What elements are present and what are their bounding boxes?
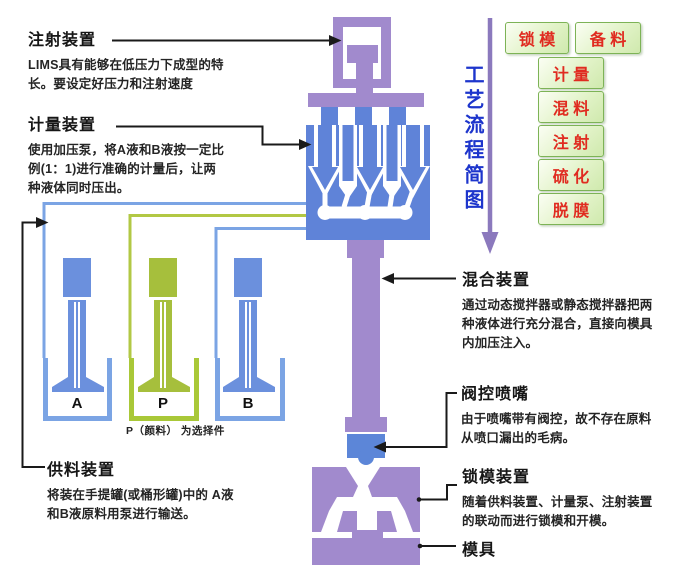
injection-piston-stem [356, 63, 373, 95]
step-box-clamp: 锁 模 [505, 22, 569, 54]
mixer-column-shape [345, 240, 387, 432]
step-box-meter: 计 量 [538, 57, 604, 89]
annotation-metering: 计量装置 使用加压泵，将A液和B液按一定比 例(1：1)进行准确的计量后，让两 … [28, 111, 260, 198]
tank-p-note: P（颜料） 为选择件 [126, 425, 225, 437]
mold-boss [352, 530, 383, 538]
tank-b-bucket [215, 358, 285, 421]
annotation-valve-nozzle-desc: 由于喷嘴带有阀控，故不存在原料 从喷口漏出的毛病。 [461, 412, 652, 445]
annotation-mold: 模具 [462, 536, 496, 560]
annotation-valve-nozzle-title: 阀控喷嘴 [461, 386, 530, 403]
annotation-metering-title: 计量装置 [28, 117, 97, 134]
injection-crossbar [308, 93, 424, 107]
annotation-metering-desc: 使用加压泵，将A液和B液按一定比 例(1：1)进行准确的计量后，让两 种液体同时… [28, 143, 225, 195]
annotation-mixing: 混合装置 通过动态搅拌器或静态搅拌器把两 种液体进行充分混合，直接向模具 内加压… [462, 266, 674, 353]
pump-b-tube [245, 302, 247, 388]
flow-title-vertical: 工艺流程简图 [461, 64, 483, 214]
pump-p-body [154, 300, 172, 377]
pump-b-head [234, 258, 262, 297]
connector-supply [21, 221, 45, 468]
tank-b [215, 258, 285, 421]
annotation-supply: 供料装置 将装在手提罐(或桶形罐)中的 A液 和B液原料用泵进行输送。 [47, 456, 277, 524]
pipe-a [42, 202, 306, 358]
tank-a-bucket [43, 358, 112, 421]
annotation-clamping-desc: 随着供料装置、计量泵、注射装置 的联动而进行锁模和开模。 [462, 495, 653, 528]
annotation-connectors [21, 34, 457, 549]
annotation-clamping-title: 锁模装置 [462, 469, 531, 486]
step-box-mix: 混 料 [538, 91, 604, 123]
step-box-cure: 硫 化 [538, 159, 604, 191]
injection-unit-shape [308, 17, 424, 126]
pump-b-tube2 [249, 302, 251, 388]
step-box-inject: 注 射 [538, 125, 604, 157]
annotation-injection: 注射装置 LIMS具有能够在低压力下成型的特 长。要设定好压力和注射速度 [28, 26, 258, 94]
metering-flow-arrows [312, 125, 426, 190]
annotation-valve-nozzle: 阀控喷嘴 由于喷嘴带有阀控，故不存在原料 从喷口漏出的毛病。 [461, 380, 673, 448]
annotation-clamping: 锁模装置 随着供料装置、计量泵、注射装置 的联动而进行锁模和开模。 [462, 463, 674, 531]
pump-p-tube [160, 302, 162, 388]
pump-b-body [239, 300, 257, 377]
pump-a-body [68, 300, 86, 377]
step-box-demold: 脱 膜 [538, 193, 604, 225]
annotation-injection-desc: LIMS具有能够在低压力下成型的特 长。要设定好压力和注射速度 [28, 58, 224, 91]
tank-b-label: B [242, 395, 254, 412]
pipe-b [214, 227, 306, 358]
connector-clamping [419, 484, 457, 501]
tank-p-label: P [157, 395, 168, 412]
mold-base-plate [312, 538, 420, 565]
connector-valve-nozzle [384, 392, 457, 448]
mold-cavity [321, 467, 413, 532]
pump-p-head [149, 258, 177, 297]
annotation-supply-desc: 将装在手提罐(或桶形罐)中的 A液 和B液原料用泵进行输送。 [47, 488, 234, 521]
pump-a-head [63, 258, 91, 297]
annotation-mixing-title: 混合装置 [462, 272, 531, 289]
pump-p-tube2 [164, 302, 166, 388]
pipe-p [128, 214, 306, 358]
annotation-injection-title: 注射装置 [28, 32, 97, 49]
mold-shape [312, 467, 420, 565]
flow-arrow [481, 18, 499, 254]
injection-piston-head [347, 45, 378, 63]
pump-a-tube [74, 302, 76, 388]
tank-p [129, 258, 199, 421]
annotation-supply-title: 供料装置 [47, 462, 116, 479]
connector-metering [116, 125, 301, 146]
pump-a-tube2 [78, 302, 80, 388]
annotation-mold-title: 模具 [462, 542, 497, 559]
annotation-mixing-desc: 通过动态搅拌器或静态搅拌器把两 种液体进行充分混合，直接向模具 内加压注入。 [462, 298, 653, 350]
tank-p-bucket [129, 358, 199, 421]
tank-a [43, 258, 112, 421]
metering-block-shape [306, 125, 430, 240]
supply-pipes [42, 202, 306, 358]
tank-a-label: A [71, 395, 83, 412]
step-box-prepare: 备 料 [575, 22, 641, 54]
